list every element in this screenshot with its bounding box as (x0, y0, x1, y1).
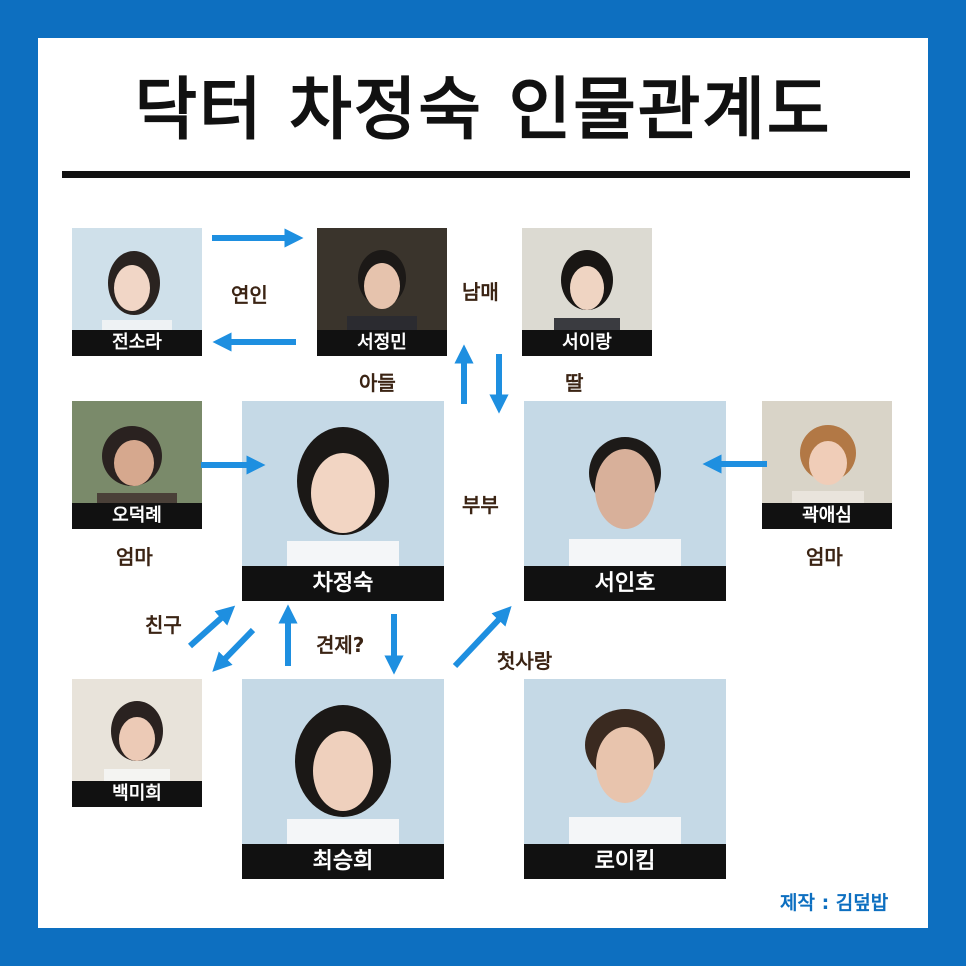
relation-label-mother-left: 엄마 (116, 545, 153, 569)
relation-label-siblings: 남매 (462, 280, 499, 304)
character-name: 최승희 (242, 844, 444, 879)
relation-label-son: 아들 (359, 371, 396, 395)
character-card-seoirang: 서이랑 (522, 228, 652, 356)
character-name: 서인호 (524, 566, 726, 601)
character-name: 곽애심 (762, 503, 892, 529)
character-card-seoinho: 서인호 (524, 401, 726, 601)
relation-label-daughter: 딸 (565, 371, 584, 395)
relation-label-mother-right: 엄마 (806, 545, 843, 569)
relation-label-rivals: 견제? (316, 633, 365, 657)
character-card-jeonsora: 전소라 (72, 228, 202, 356)
character-card-seojeongmin: 서정민 (317, 228, 447, 356)
character-name: 백미희 (72, 781, 202, 807)
character-name: 오덕례 (72, 503, 202, 529)
title-divider (62, 171, 910, 178)
character-name: 차정숙 (242, 566, 444, 601)
credit-text: 제작 : 김덮밥 (780, 892, 889, 914)
character-card-choeseunghee: 최승희 (242, 679, 444, 879)
relation-label-first-love: 첫사랑 (497, 649, 553, 673)
character-card-odeokrye: 오덕례 (72, 401, 202, 529)
character-name: 전소라 (72, 330, 202, 356)
character-name: 로이킴 (524, 844, 726, 879)
character-card-roykim: 로이킴 (524, 679, 726, 879)
relation-label-couple: 부부 (462, 493, 499, 517)
character-card-gwakaesim: 곽애심 (762, 401, 892, 529)
character-name: 서이랑 (522, 330, 652, 356)
page-title: 닥터 차정숙 인물관계도 (134, 70, 832, 150)
character-card-baekmihee: 백미희 (72, 679, 202, 807)
character-card-chajeongsuk: 차정숙 (242, 401, 444, 601)
relation-label-friend: 친구 (145, 613, 182, 637)
character-name: 서정민 (317, 330, 447, 356)
relation-label-lovers: 연인 (231, 283, 268, 307)
